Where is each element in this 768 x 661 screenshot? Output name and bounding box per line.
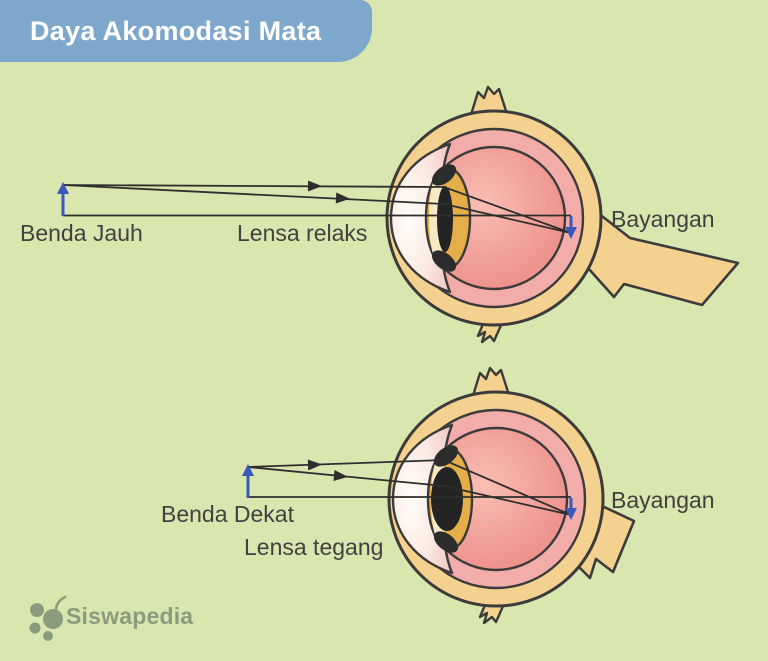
lens-relaxed [437, 186, 453, 252]
ray-direction-arrow [333, 470, 349, 483]
ray-direction-arrow [307, 180, 323, 192]
label-near-object: Benda Dekat [161, 501, 294, 527]
light-rays-far [62, 184, 572, 234]
ray-direction-arrow [335, 192, 351, 205]
eye-diagram-near [242, 366, 636, 625]
ray-direction-arrow [307, 459, 323, 471]
title-banner: Daya Akomodasi Mata [0, 0, 372, 62]
image-arrow-far [565, 216, 577, 239]
siswapedia-logo-icon [29, 595, 67, 641]
label-relaxed-lens: Lensa relaks [237, 220, 368, 246]
light-ray [62, 184, 572, 234]
label-image-near: Bayangan [611, 487, 715, 513]
lens-tense [431, 467, 463, 531]
eye-diagram-far [57, 85, 740, 344]
label-image-far: Bayangan [611, 206, 715, 232]
light-ray [247, 466, 572, 516]
label-tense-lens: Lensa tegang [244, 534, 384, 560]
page-title: Daya Akomodasi Mata [30, 15, 322, 46]
image-arrow-near [565, 498, 577, 520]
object-arrow-near [242, 464, 254, 498]
object-arrow-far [57, 182, 69, 216]
light-ray [62, 184, 572, 234]
label-far-object: Benda Jauh [20, 220, 143, 246]
brand-name: Siswapedia [66, 603, 194, 629]
